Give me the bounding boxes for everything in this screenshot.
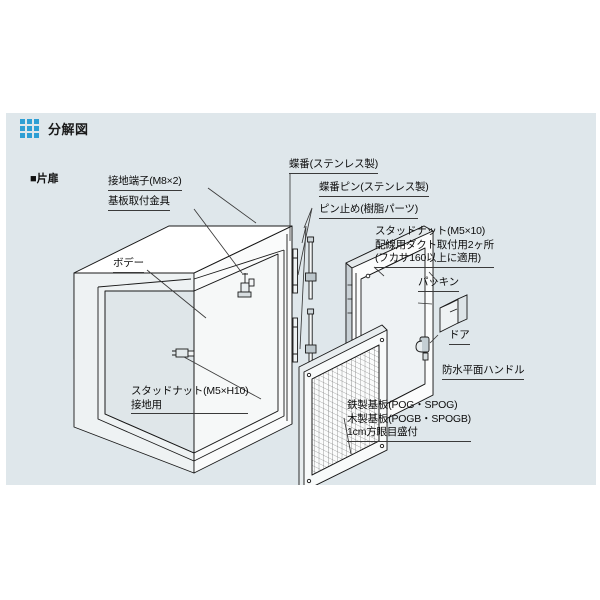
label-door: ドア xyxy=(449,329,470,345)
label-stud-nut-ground-line2: 接地用 xyxy=(131,398,162,411)
label-steel-base-plate: 鉄製基板(POG・SPOG) xyxy=(347,399,458,411)
label-grid-scale: 1cm方眼目盛付 xyxy=(347,426,418,438)
label-stud-nut-ground-line1: スタッドナット(M5×H10) xyxy=(131,385,249,397)
pin-stop xyxy=(305,272,317,354)
label-base-plates: 鉄製基板(POG・SPOG) 木製基板(POGB・SPOGB) 1cm方眼目盛付 xyxy=(347,399,471,442)
label-stud-nut-duct-line3: (フカサ160以上に適用) xyxy=(375,252,481,264)
label-hinge-pin: 蝶番ピン(ステンレス製) xyxy=(319,181,429,197)
hinge-assembly xyxy=(292,248,298,363)
label-waterproof-handle: 防水平面ハンドル xyxy=(442,364,525,380)
label-packing: パッキン xyxy=(418,276,459,292)
label-stud-nut-duct-line2: 配線用ダクト取付用2ヶ所 xyxy=(375,238,494,251)
label-base-mounting-bracket: 基板取付金具 xyxy=(108,195,170,211)
label-stud-nut-ground: スタッドナット(M5×H10) 接地用 xyxy=(131,385,249,414)
label-pin-stop: ピン止め(樹脂パーツ) xyxy=(319,203,418,219)
label-ground-terminal: 接地端子(M8×2) xyxy=(108,175,182,191)
waterproof-handle xyxy=(415,336,430,361)
label-body: ボデー xyxy=(113,257,144,273)
leader-lines xyxy=(146,173,439,455)
label-stud-nut-duct: スタッドナット(M5×10) 配線用ダクト取付用2ヶ所 (フカサ160以上に適用… xyxy=(375,225,494,268)
label-hinge: 蝶番(ステンレス製) xyxy=(289,158,378,174)
diagram-panel: 分解図 ■片扉 xyxy=(6,113,596,485)
stud-nut-part xyxy=(439,294,468,333)
ground-terminal-lower xyxy=(172,348,195,358)
section-header: 分解図 xyxy=(20,119,89,138)
grid-3x3-icon xyxy=(20,119,39,138)
exploded-view-drawing xyxy=(73,173,468,485)
page-title: 分解図 xyxy=(48,122,89,137)
label-wood-base-plate: 木製基板(POGB・SPOGB) xyxy=(347,412,471,425)
mesh-base-plate xyxy=(298,324,388,485)
body-enclosure xyxy=(73,225,293,474)
label-stud-nut-duct-line1: スタッドナット(M5×10) xyxy=(375,225,486,237)
ground-terminal xyxy=(237,273,255,298)
subtitle: ■片扉 xyxy=(30,173,59,185)
